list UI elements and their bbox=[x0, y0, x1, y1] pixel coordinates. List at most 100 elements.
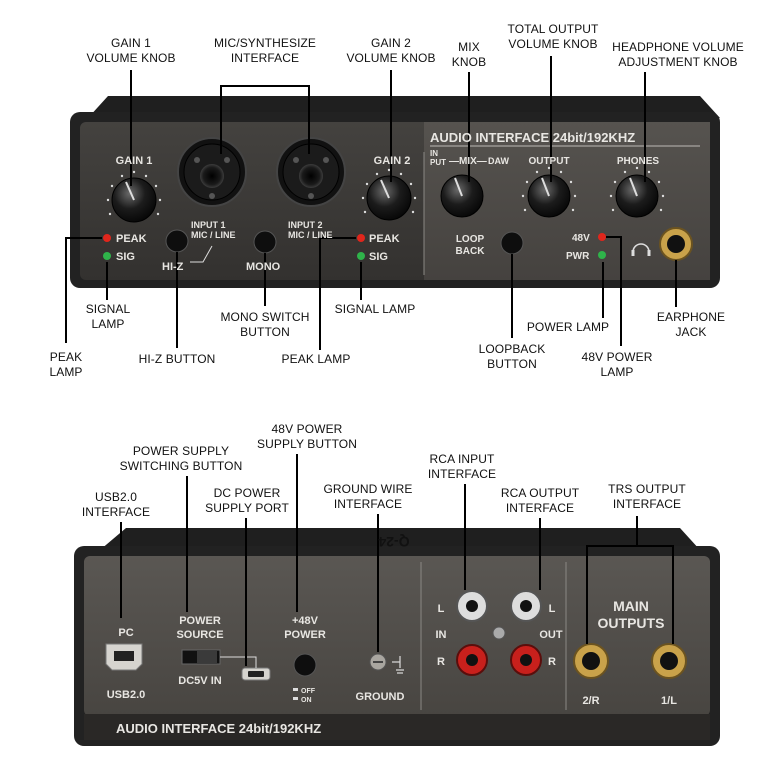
peak-label-2: PEAK bbox=[369, 233, 400, 245]
callout-total-output: TOTAL OUTPUT VOLUME KNOB bbox=[507, 22, 599, 51]
power-source-line1: POWER bbox=[179, 615, 221, 627]
in-label: IN bbox=[436, 629, 447, 641]
power-source-line2: SOURCE bbox=[176, 629, 223, 641]
callout-rca-output: RCA OUTPUT INTERFACE bbox=[500, 486, 580, 515]
mix-label: —MIX— bbox=[449, 156, 487, 167]
loopback-line2: BACK bbox=[456, 246, 486, 257]
callout-gain1: GAIN 1 VOLUME KNOB bbox=[86, 36, 176, 65]
callout-mono-switch: MONO SWITCH BUTTON bbox=[220, 310, 310, 339]
combo-jack-1[interactable] bbox=[177, 137, 247, 207]
callout-trs-output: TRS OUTPUT INTERFACE bbox=[608, 482, 686, 511]
input1-line1: INPUT 1 bbox=[191, 220, 226, 230]
ground-label: GROUND bbox=[356, 691, 405, 703]
main-outputs-line1: MAIN bbox=[613, 598, 649, 614]
trs-output-2r[interactable] bbox=[573, 643, 609, 679]
dc-link-line bbox=[220, 656, 257, 668]
dc5v-label: DC5V IN bbox=[178, 675, 221, 687]
phantom-48v-button[interactable] bbox=[293, 653, 317, 677]
daw-label: DAW bbox=[488, 156, 510, 166]
callout-mic-synth: MIC/SYNTHESIZE INTERFACE bbox=[213, 36, 317, 65]
ground-screw[interactable] bbox=[369, 653, 387, 671]
callout-lines bbox=[65, 56, 677, 666]
output-knob[interactable] bbox=[527, 174, 571, 218]
mix-knob[interactable] bbox=[440, 174, 484, 218]
rca-out-right[interactable] bbox=[510, 644, 542, 676]
hiz-label: HI-Z bbox=[162, 261, 184, 273]
callout-hiz-button: HI-Z BUTTON bbox=[138, 352, 216, 366]
gain1-label: GAIN 1 bbox=[116, 155, 153, 167]
peak-led-1 bbox=[103, 234, 111, 242]
input2-line2: MIC / LINE bbox=[288, 230, 333, 240]
dc-micro-usb-port[interactable] bbox=[241, 667, 271, 681]
rca-in-left[interactable] bbox=[456, 590, 488, 622]
callout-signal-lamp-2: SIGNAL LAMP bbox=[334, 302, 416, 316]
off-indicator bbox=[293, 688, 298, 691]
out-label: OUT bbox=[539, 629, 563, 641]
callout-earphone-jack: EARPHONE JACK bbox=[656, 310, 726, 339]
input-line2: PUT bbox=[430, 158, 446, 167]
knob-ticks bbox=[106, 166, 665, 216]
callout-loopback: LOOPBACK BUTTON bbox=[478, 342, 546, 371]
sig-label-1: SIG bbox=[116, 251, 135, 263]
hiz-link-line bbox=[190, 245, 213, 263]
loopback-line1: LOOP bbox=[456, 234, 485, 245]
out-1l-label: 1/L bbox=[661, 695, 677, 707]
p48-line2: POWER bbox=[284, 629, 326, 641]
gain1-knob[interactable] bbox=[111, 177, 157, 223]
peak-led-2 bbox=[357, 234, 365, 242]
rca-center-screw bbox=[492, 626, 506, 640]
rca-r-label-2: R bbox=[548, 656, 556, 668]
sig-label-2: SIG bbox=[369, 251, 388, 263]
rca-l-label-1: L bbox=[438, 603, 445, 615]
rear-device bbox=[74, 528, 720, 746]
power-source-label: POWER SOURCE bbox=[176, 615, 223, 641]
main-outputs-line2: OUTPUTS bbox=[598, 615, 665, 631]
rear-top-badge: Q-24 bbox=[378, 534, 409, 550]
p48-label: +48V POWER bbox=[284, 615, 326, 641]
callout-48v-button: 48V POWER SUPPLY BUTTON bbox=[257, 422, 357, 451]
rca-out-left[interactable] bbox=[510, 590, 542, 622]
input1-line2: MIC / LINE bbox=[191, 230, 236, 240]
gain2-knob[interactable] bbox=[366, 175, 412, 221]
phones-knob[interactable] bbox=[615, 174, 659, 218]
led-48v bbox=[598, 233, 606, 241]
pwr-label: PWR bbox=[566, 251, 590, 262]
peak-label-1: PEAK bbox=[116, 233, 147, 245]
callout-rca-input: RCA INPUT INTERFACE bbox=[427, 452, 497, 481]
callout-gain2: GAIN 2 VOLUME KNOB bbox=[346, 36, 436, 65]
callout-peak-lamp-1: PEAK LAMP bbox=[49, 350, 83, 379]
callout-peak-lamp-2: PEAK LAMP bbox=[281, 352, 351, 366]
sig-led-2 bbox=[357, 252, 365, 260]
phones-label: PHONES bbox=[617, 156, 660, 167]
on-label: ON bbox=[301, 697, 312, 704]
usb-b-port[interactable] bbox=[105, 643, 143, 671]
output-label: OUTPUT bbox=[528, 156, 569, 167]
headphone-icon bbox=[631, 243, 651, 256]
sig-led-1 bbox=[103, 252, 111, 260]
p48-line1: +48V bbox=[292, 615, 319, 627]
rca-r-label-1: R bbox=[437, 656, 445, 668]
out-2r-label: 2/R bbox=[582, 695, 599, 707]
input2-line1: INPUT 2 bbox=[288, 220, 323, 230]
usb-label: USB2.0 bbox=[107, 689, 146, 701]
rca-in-right[interactable] bbox=[456, 644, 488, 676]
v48-label: 48V bbox=[572, 233, 590, 244]
callout-usb20: USB2.0 INTERFACE bbox=[81, 490, 151, 519]
power-source-switch[interactable] bbox=[181, 649, 221, 665]
combo-jack-2[interactable] bbox=[276, 137, 346, 207]
callout-48v-lamp: 48V POWER LAMP bbox=[581, 350, 653, 379]
gain2-label: GAIN 2 bbox=[374, 155, 411, 167]
input-line1: IN bbox=[430, 149, 438, 158]
trs-output-1l[interactable] bbox=[651, 643, 687, 679]
rca-l-label-2: L bbox=[549, 603, 556, 615]
rear-footer: AUDIO INTERFACE 24bit/192KHZ bbox=[116, 721, 321, 736]
callout-power-lamp: POWER LAMP bbox=[526, 320, 610, 334]
led-pwr bbox=[598, 251, 606, 259]
